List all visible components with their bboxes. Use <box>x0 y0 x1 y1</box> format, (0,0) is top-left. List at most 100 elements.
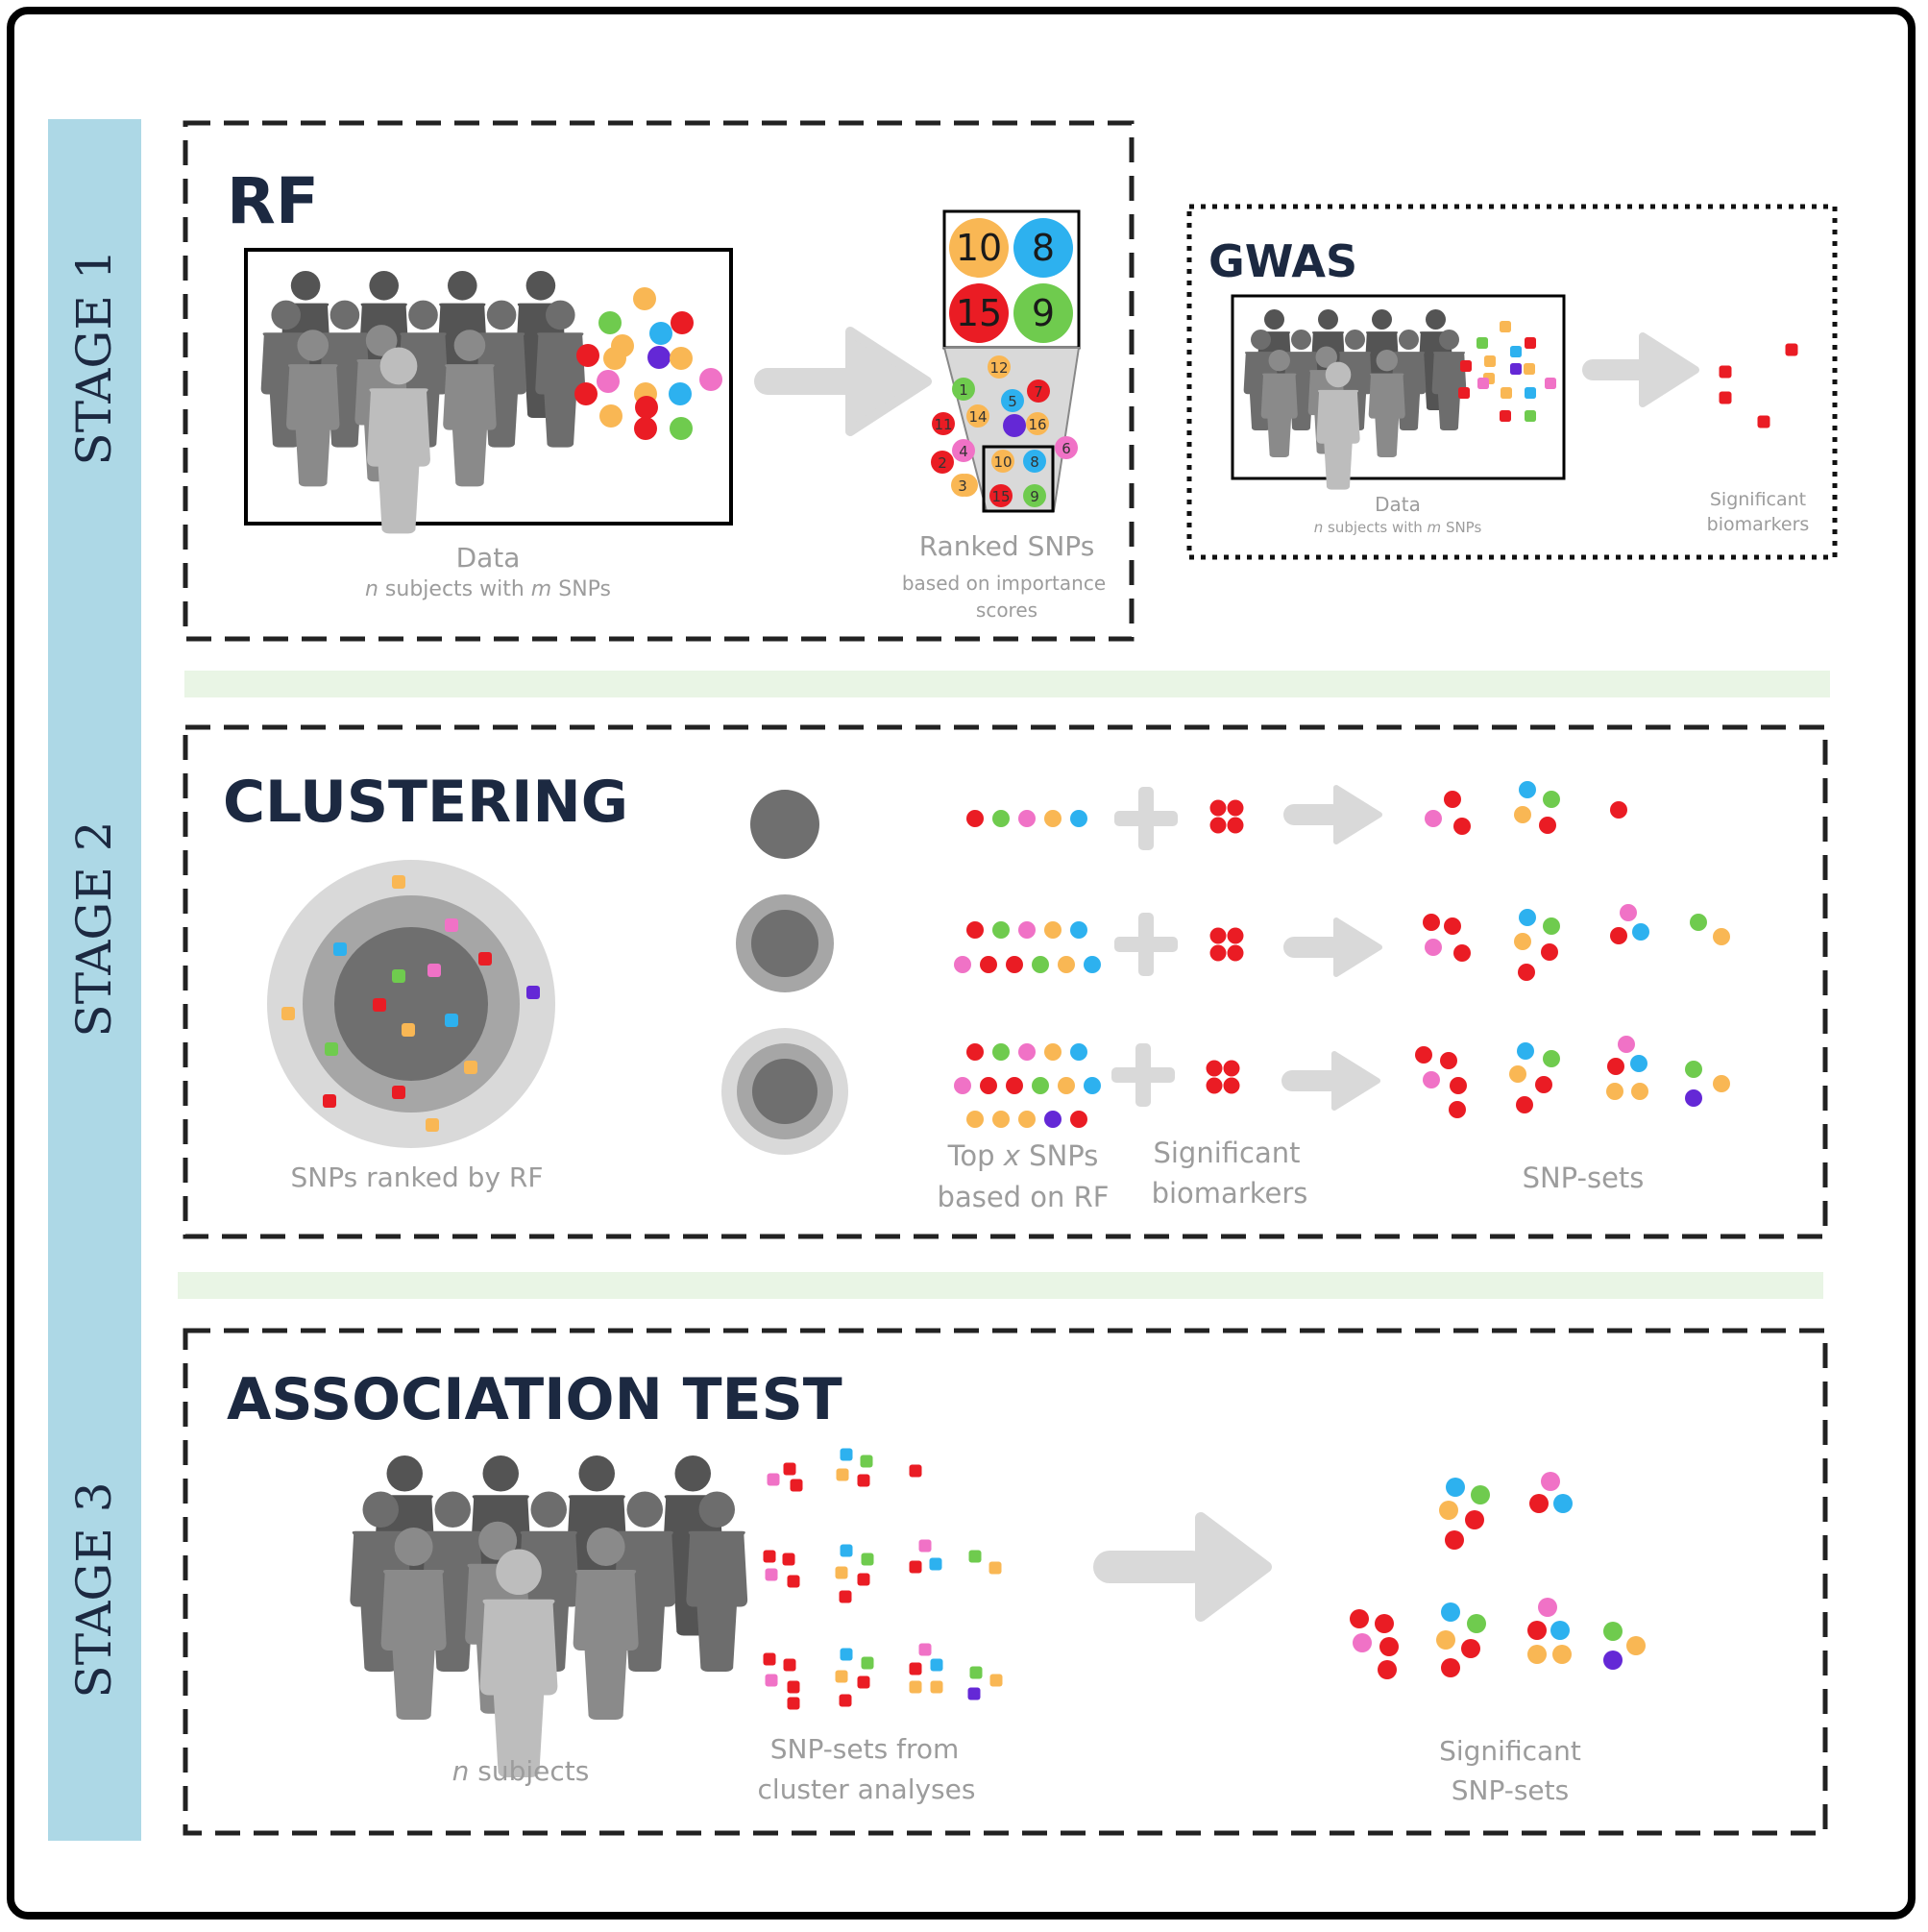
set-snp <box>1610 801 1627 819</box>
association-arrow <box>1093 1512 1272 1622</box>
snp-dot <box>373 998 386 1012</box>
snp-dot <box>1018 1043 1036 1061</box>
topx-label-1: Top x SNPs <box>947 1139 1099 1172</box>
significant-snp <box>1209 799 1227 817</box>
snp-dot <box>857 1675 870 1689</box>
association-significant-sets <box>1350 1472 1646 1679</box>
snp-dot <box>1018 1111 1036 1128</box>
ranked-small-label: 2 <box>938 454 947 472</box>
snp-dot <box>478 952 492 966</box>
assoc-sig-label-2: SNP-sets <box>1452 1774 1569 1806</box>
plus-icon <box>1138 913 1154 976</box>
significant-snp <box>1206 1077 1223 1094</box>
snp-dot <box>857 1474 870 1487</box>
ranked-small-snp <box>991 450 1014 473</box>
ranked-small-snp <box>1026 412 1049 435</box>
set-snp <box>1543 791 1560 808</box>
ranked-top-label: 8 <box>1032 227 1055 269</box>
snp-dot <box>1436 1630 1455 1650</box>
ranked-top-label: 9 <box>1032 292 1055 334</box>
association-subjects-label: n subjects <box>452 1755 590 1787</box>
snp-dot <box>1484 355 1496 367</box>
snp-dot <box>633 287 656 310</box>
snp-dot <box>671 311 694 334</box>
ranked-top-label: 10 <box>956 227 1002 269</box>
stage-1-label: STAGE 1 <box>66 249 122 465</box>
snp-dot <box>918 1539 932 1553</box>
snp-dot <box>1006 956 1023 973</box>
snp-dot <box>1018 921 1036 939</box>
significant-snp <box>1209 944 1227 962</box>
rf-data-label: Data <box>456 542 521 574</box>
snp-dot <box>787 1697 800 1710</box>
gwas-data-snps <box>1458 321 1556 422</box>
rf-data-snps <box>574 287 722 440</box>
set-snp <box>1690 914 1707 931</box>
set-snp <box>1509 1065 1526 1083</box>
ranked-small-snp <box>988 355 1011 379</box>
snp-dot <box>860 1455 873 1468</box>
snp-dot <box>1379 1637 1399 1656</box>
snp-dot <box>598 311 622 334</box>
snp-dot <box>1458 387 1470 399</box>
ranked-small-snp <box>1001 389 1024 412</box>
snp-dot <box>836 1468 849 1481</box>
set-snp <box>1543 1050 1560 1067</box>
rf-data-sub: n subjects with m SNPs <box>365 577 611 601</box>
snp-dot <box>427 964 441 977</box>
snp-dot <box>392 969 405 983</box>
snp-dot <box>1461 1639 1480 1658</box>
ranked-top-snp <box>1013 283 1073 343</box>
set-snp <box>1423 1071 1440 1088</box>
threshold-3-inner <box>752 1059 818 1124</box>
snp-dot <box>1501 387 1512 399</box>
snp-sets-label: SNP-sets <box>1523 1162 1645 1194</box>
snp-dot <box>1032 1077 1049 1094</box>
significant-snp <box>1209 927 1227 944</box>
snp-dot <box>909 1560 922 1574</box>
ranked-top-snp <box>949 218 1009 278</box>
ranked-small-label: 10 <box>993 453 1012 471</box>
significant-snp <box>1227 944 1244 962</box>
snp-dot <box>861 1656 874 1670</box>
ranked-small-label: 7 <box>1034 383 1043 401</box>
snp-dot <box>954 1077 971 1094</box>
ranked-small-label: 15 <box>991 488 1010 505</box>
snp-dot <box>426 1118 439 1132</box>
snp-dot <box>966 1043 984 1061</box>
snp-dot <box>930 1680 943 1694</box>
snp-dot <box>699 368 722 391</box>
set-snp <box>1519 781 1536 798</box>
set-snp <box>1453 818 1471 835</box>
ranked-small-snp <box>1023 450 1046 473</box>
gwas-data-label: Data <box>1375 493 1421 516</box>
snp-dot <box>839 1590 852 1603</box>
snp-dot <box>1525 410 1536 422</box>
snp-dot <box>1545 378 1556 389</box>
snp-dot <box>1524 363 1535 375</box>
topx-label-2: based on RF <box>938 1181 1110 1213</box>
snp-dot <box>281 1007 295 1020</box>
snp-dot <box>574 382 598 405</box>
set-snp <box>1517 1042 1534 1060</box>
gwas-significant-snps <box>1719 343 1798 428</box>
snp-dot <box>445 1014 458 1027</box>
set-snp <box>1606 1083 1623 1100</box>
association-crowd <box>350 1455 747 1777</box>
ranked-small-snp <box>966 404 989 428</box>
snp-dot <box>1719 365 1732 379</box>
snp-dot <box>1084 956 1101 973</box>
snp-dot <box>839 1694 852 1707</box>
outer-frame <box>7 7 1916 1920</box>
snp-dot <box>763 1652 776 1666</box>
set-snp <box>1632 923 1649 941</box>
snp-dot <box>1070 1111 1087 1128</box>
snp-dot <box>1603 1622 1623 1641</box>
cluster-sig-label-2: biomarkers <box>1152 1177 1308 1210</box>
snp-dot <box>783 1658 796 1672</box>
snp-dot <box>1006 1077 1023 1094</box>
set-snp <box>1541 943 1558 961</box>
ranked-snps: 1081591215714316114623108159 <box>931 218 1078 507</box>
snp-dot <box>783 1462 796 1476</box>
set-snp <box>1415 1046 1432 1064</box>
